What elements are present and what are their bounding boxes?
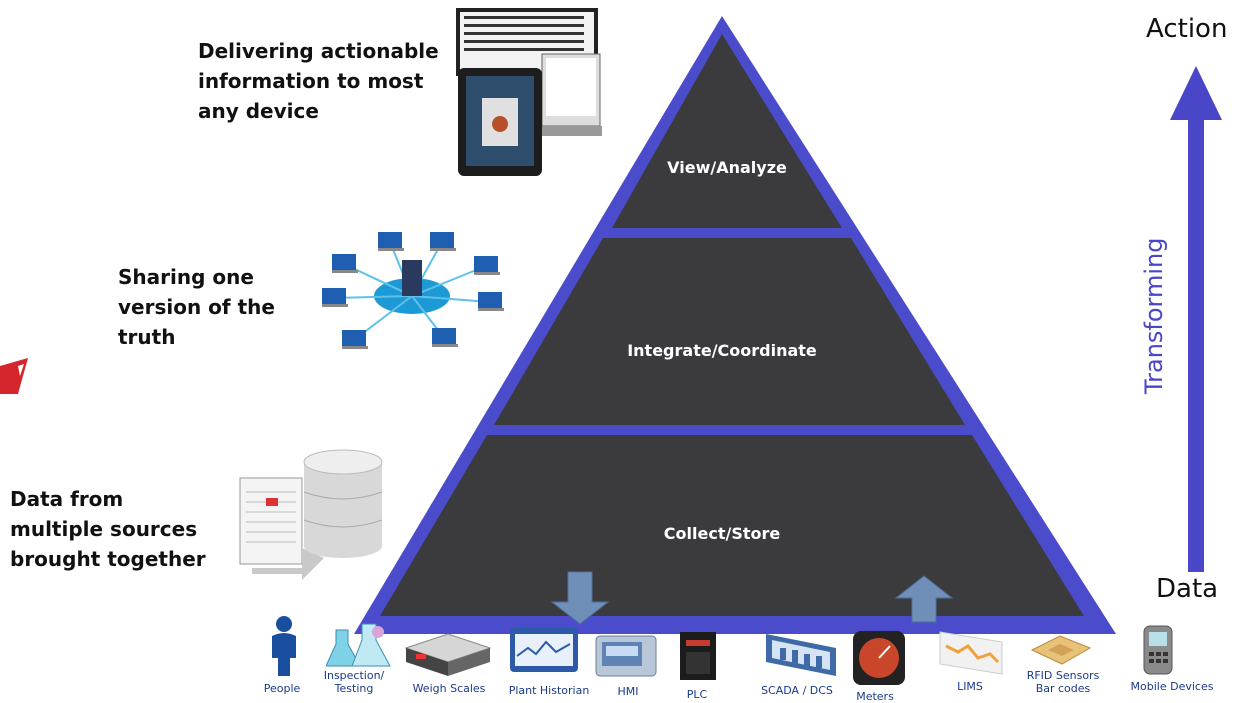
person-icon [272, 616, 296, 676]
devices-illustration [456, 8, 602, 176]
monitor-icon [510, 628, 578, 672]
gauge-icon [853, 631, 905, 685]
axis-side-label: Transforming [1140, 237, 1168, 395]
source-label-scada-dcs: SCADA / DCS [761, 684, 833, 697]
handheld-icon [1143, 625, 1173, 675]
flask-icon [326, 623, 391, 667]
tier-view-analyze [612, 34, 842, 228]
red-fragment [0, 358, 28, 394]
scada-icon [766, 634, 836, 676]
caption-multiple-sources: Data from multiple sources brought toget… [10, 487, 206, 571]
source-label-weigh-scales: Weigh Scales [412, 682, 486, 695]
source-label-inspection-testing: Inspection/ Testing [323, 669, 385, 695]
source-label-people: People [263, 682, 301, 695]
hmi-icon [595, 635, 657, 677]
source-label-mobile-devices: Mobile Devices [1130, 680, 1214, 693]
up-arrow [894, 575, 954, 623]
axis-bottom-label: Data [1156, 574, 1219, 604]
source-label-hmi: HMI [617, 685, 639, 698]
transform-arrow [1170, 66, 1222, 572]
database-illustration [239, 449, 383, 580]
tier-collect-store [380, 435, 1084, 616]
caption-one-version: Sharing one version of the truth [118, 265, 275, 349]
tier-integrate-coordinate [494, 238, 965, 425]
tier-label-integrate-coordinate: Integrate/Coordinate [627, 341, 817, 360]
source-label-plant-historian: Plant Historian [508, 684, 590, 697]
source-label-meters: Meters [856, 690, 894, 703]
network-illustration [322, 232, 504, 349]
source-label-rfid-barcodes: RFID Sensors Bar codes [1026, 669, 1100, 695]
axis-top-label: Action [1146, 14, 1228, 44]
tier-label-collect-store: Collect/Store [663, 524, 781, 543]
caption-devices: Delivering actionable information to mos… [198, 39, 439, 123]
scale-icon [404, 633, 492, 676]
down-arrow [550, 571, 610, 625]
lims-icon [939, 631, 1003, 675]
tier-label-view-analyze: View/Analyze [667, 158, 787, 177]
plc-icon [680, 632, 716, 680]
rfid-icon [1030, 635, 1092, 665]
source-label-lims: LIMS [957, 680, 983, 693]
source-label-plc: PLC [686, 688, 708, 701]
